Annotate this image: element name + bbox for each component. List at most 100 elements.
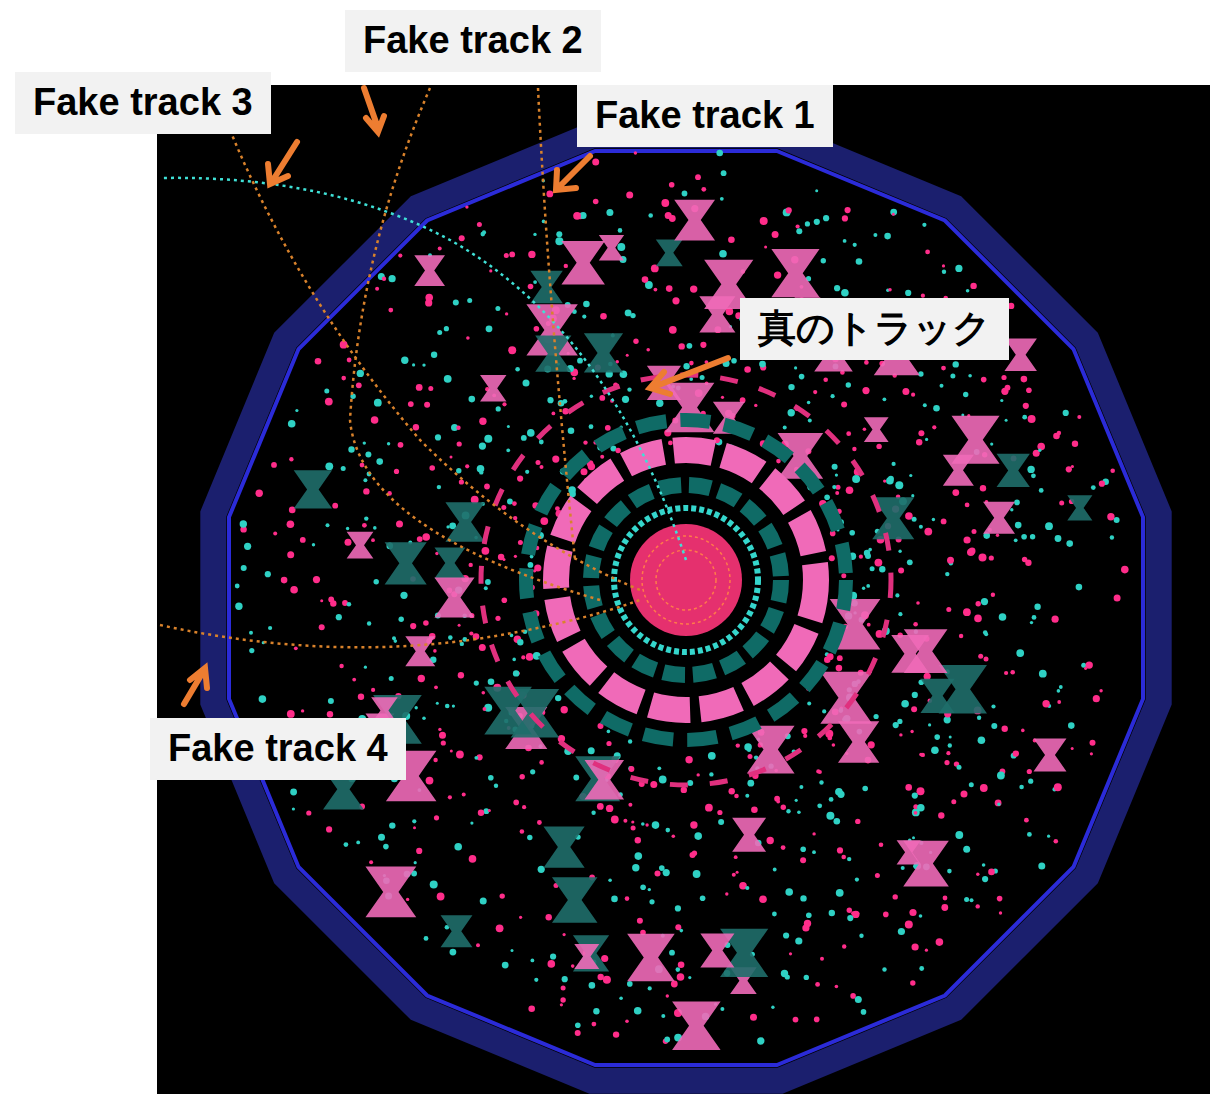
hit-dot [441, 740, 446, 745]
hit-dot [430, 881, 438, 889]
hit-dot [700, 342, 706, 348]
hit-dot [982, 863, 986, 867]
hit-dot [300, 537, 306, 543]
hit-dot [1057, 689, 1061, 693]
hit-dot [980, 485, 986, 491]
hit-dot [479, 644, 486, 651]
hit-dot [898, 612, 902, 616]
hit-dot [918, 371, 923, 376]
hit-dot [837, 791, 844, 798]
hit-dot [367, 621, 371, 625]
hit-dot [450, 750, 453, 753]
hit-cluster [903, 841, 949, 887]
hit-dot [829, 797, 834, 802]
hit-dot [632, 864, 639, 871]
hit-dot [550, 953, 556, 959]
fake-track [230, 130, 640, 590]
hit-dot [786, 809, 790, 813]
hit-dot [882, 967, 886, 971]
fake-track [350, 88, 600, 600]
hit-dot [363, 441, 366, 444]
hit-dot [1110, 535, 1114, 539]
hit-cluster [511, 689, 559, 737]
hit-dot [783, 426, 787, 430]
hit-dot [634, 151, 637, 154]
hit-dot [546, 914, 552, 920]
hit-dot [995, 800, 1002, 807]
hit-dot [931, 746, 939, 754]
hit-dot [1077, 415, 1081, 419]
hit-dot [630, 313, 635, 318]
hit-dot [469, 396, 476, 403]
hit-cluster [951, 416, 999, 464]
hit-dot [949, 735, 952, 738]
hit-dot [883, 912, 889, 918]
hit-dot [750, 1014, 757, 1021]
hit-dot [295, 409, 298, 412]
hit-dot [1001, 375, 1006, 380]
hit-dot [719, 250, 727, 258]
hit-dot [846, 431, 851, 436]
hit-dot [837, 655, 843, 661]
hit-dot [671, 981, 678, 988]
hit-dot [623, 819, 627, 823]
hit-dot [456, 751, 464, 759]
hit-dot [902, 388, 909, 395]
hit-dot [976, 873, 979, 876]
hit-dot [729, 788, 735, 794]
hit-dot [611, 816, 619, 824]
hit-dot [1031, 473, 1036, 478]
hit-dot [456, 426, 460, 430]
hit-dot [356, 841, 360, 845]
hit-dot [652, 821, 660, 829]
hit-dot [592, 158, 599, 165]
hit-dot [970, 283, 976, 289]
hit-cluster [700, 934, 734, 968]
hit-dot [371, 688, 375, 692]
hit-dot [508, 346, 516, 354]
hit-dot [705, 804, 713, 812]
hit-dot [539, 760, 544, 765]
hit-dot [625, 1020, 629, 1024]
hit-dot [290, 789, 297, 796]
hit-dot [700, 895, 706, 901]
hit-dot [423, 620, 429, 626]
hit-dot [836, 889, 844, 897]
hit-dot [709, 772, 713, 776]
hit-dot [669, 182, 675, 188]
hit-cluster [480, 375, 506, 401]
hit-dot [943, 896, 948, 901]
hit-dot [416, 848, 422, 854]
display-ground [157, 85, 1210, 1094]
hit-dot [950, 374, 955, 379]
hit-dot [259, 695, 267, 703]
hit-cluster [732, 818, 766, 852]
hit-dot [474, 756, 478, 760]
hit-cluster [405, 636, 435, 666]
hit-dot [1121, 566, 1129, 574]
hit-dot [452, 705, 455, 708]
hit-dot [526, 653, 534, 661]
hit-dot [781, 805, 786, 810]
hit-dot [479, 470, 483, 474]
hit-dot [862, 387, 869, 394]
hit-dot [734, 794, 739, 799]
hit-dot [357, 370, 364, 377]
hit-dot [627, 981, 633, 987]
hit-dot [458, 624, 461, 627]
hit-dot [1010, 670, 1015, 675]
hit-dot [648, 986, 652, 990]
hit-cluster [864, 417, 889, 442]
hit-dot [899, 733, 902, 736]
hit-dot [776, 459, 781, 464]
hit-dot [581, 468, 588, 475]
hit-dot [990, 443, 993, 446]
hit-dot [1000, 399, 1003, 402]
hit-dot [808, 419, 812, 423]
hit-dot [1071, 747, 1074, 750]
hit-dot [635, 837, 641, 843]
hit-dot [347, 602, 352, 607]
hit-dot [964, 536, 971, 543]
hit-dot [824, 495, 830, 501]
pointer-arrow [364, 88, 384, 132]
